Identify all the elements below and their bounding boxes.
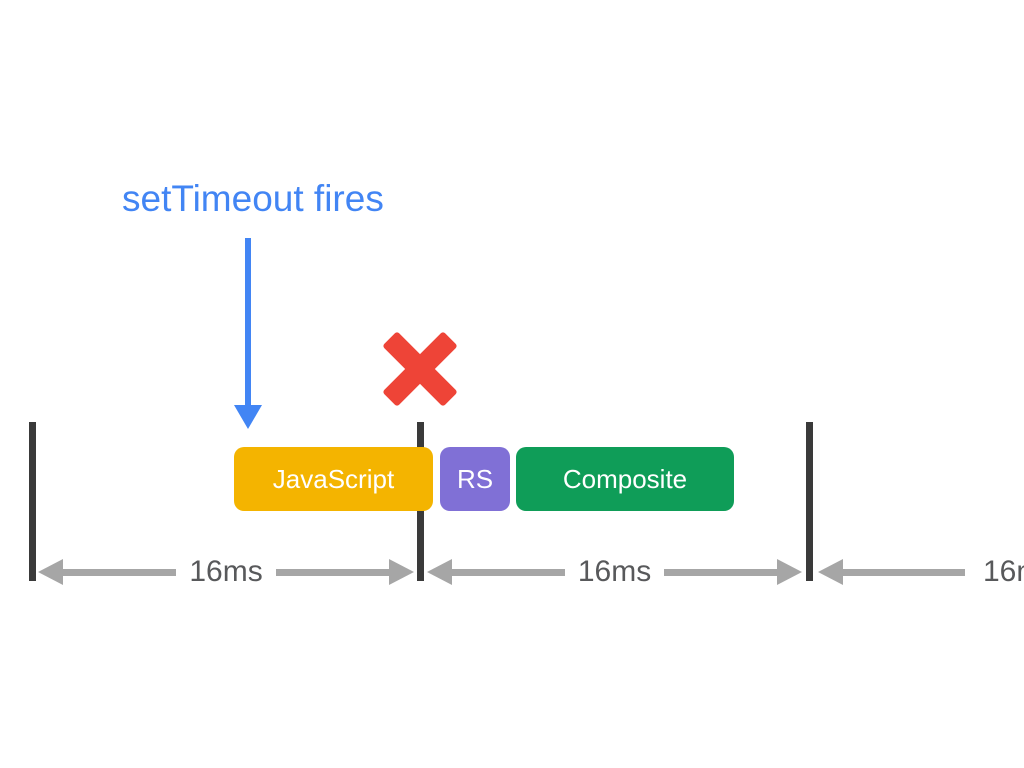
arrow-right-icon — [389, 559, 415, 585]
arrow-right-icon — [777, 559, 803, 585]
frame-boundary-tick — [806, 422, 813, 581]
measure-line — [452, 568, 565, 576]
arrow-left-icon — [818, 559, 843, 585]
measure-line — [843, 568, 965, 576]
task-raster: RS — [440, 447, 510, 511]
interval-measure-3: 16ms — [818, 555, 1024, 588]
task-composite: Composite — [516, 447, 734, 511]
measure-line — [664, 568, 778, 576]
measure-line — [275, 568, 390, 576]
settimeout-fires-label: setTimeout fires — [122, 178, 384, 219]
measure-line — [63, 568, 177, 576]
down-arrow-head-icon — [234, 405, 262, 429]
arrow-left-icon — [427, 559, 452, 585]
interval-measure-2: 16ms — [427, 555, 803, 588]
red-x-icon — [382, 331, 458, 407]
interval-label: 16ms — [577, 555, 652, 588]
interval-label: 16ms — [983, 555, 1024, 588]
down-arrow-icon — [245, 238, 251, 406]
arrow-left-icon — [38, 559, 63, 585]
frame-boundary-tick — [29, 422, 36, 581]
interval-measure-1: 16ms — [38, 555, 415, 588]
task-javascript: JavaScript — [234, 447, 433, 511]
interval-label: 16ms — [189, 555, 263, 588]
